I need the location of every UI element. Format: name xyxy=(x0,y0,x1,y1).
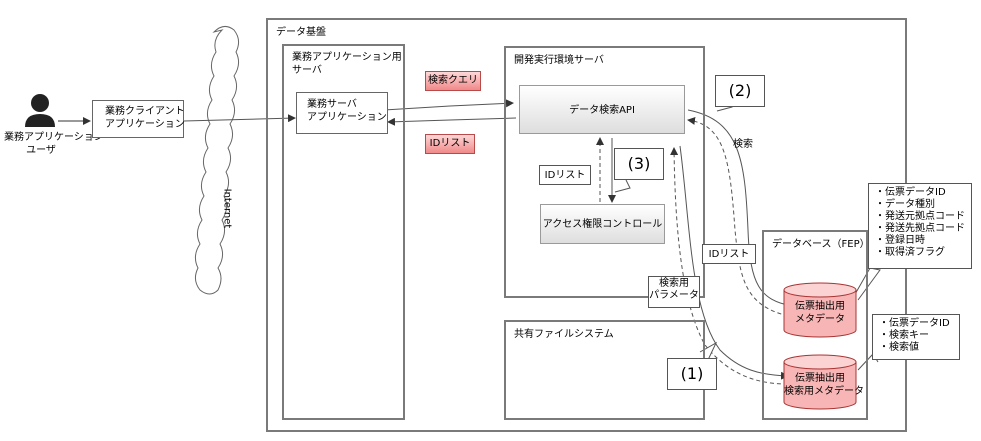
client-app-line1: 業務クライアント xyxy=(105,106,185,117)
arrow-api-to-extract xyxy=(687,109,793,309)
client-app-line2: アプリケーション xyxy=(105,119,185,130)
user-label: 業務アプリケーション ユーザ xyxy=(4,131,104,157)
extract-metadata-cylinder-shape xyxy=(783,282,857,338)
search-field-2: ・検索値 xyxy=(879,342,919,353)
callout-1: (1) xyxy=(667,358,717,390)
search-arrow-label: 検索 xyxy=(733,139,753,150)
data-platform-title: データ基盤 xyxy=(276,27,326,38)
internet-label: Internet xyxy=(221,188,233,229)
search-field-1: ・検索キー xyxy=(879,330,929,341)
extract-field-1: ・データ種別 xyxy=(875,199,935,210)
extract-field-5: ・取得済フラグ xyxy=(875,247,945,258)
callout-3: (3) xyxy=(614,148,664,180)
search-metadata-line2: 検索用メタデータ xyxy=(784,386,864,397)
id-list-inner-tag: IDリスト xyxy=(539,165,591,185)
biz-server-app-box[interactable]: 業務サーバ アプリケーション xyxy=(296,92,388,134)
search-metadata-line1: 伝票抽出用 xyxy=(795,373,845,384)
search-api-box[interactable]: データ検索API xyxy=(519,85,685,134)
app-server-title-line1: 業務アプリケーション用 xyxy=(292,52,402,63)
arrow-server-to-api xyxy=(383,99,514,111)
search-fields-box: ・伝票データID ・検索キー ・検索値 xyxy=(872,314,960,360)
database-frame xyxy=(762,230,868,420)
arrow-search-meta-to-api-dashed xyxy=(670,147,789,385)
callout-2: (2) xyxy=(715,75,765,107)
id-list-red-tag: IDリスト xyxy=(425,134,475,154)
search-params-line2: パラメータ xyxy=(649,290,699,301)
search-metadata-cylinder-shape xyxy=(783,354,857,410)
internet-cloud-shape xyxy=(194,26,240,295)
user-label-line2: ユーザ xyxy=(26,145,56,156)
app-server-title-line2: サーバ xyxy=(292,65,322,76)
extract-metadata-line2: メタデータ xyxy=(795,314,845,325)
search-query-tag: 検索クエリ xyxy=(425,71,481,91)
extract-field-4: ・登録日時 xyxy=(875,235,925,246)
user-label-line1: 業務アプリケーション xyxy=(4,132,104,143)
arrow-extract-to-api-dashed xyxy=(687,116,789,317)
access-control-box[interactable]: アクセス権限コントロール xyxy=(540,204,665,244)
extract-field-0: ・伝票データID xyxy=(875,187,946,198)
user-person-icon xyxy=(25,94,55,127)
biz-server-app-line1: 業務サーバ xyxy=(307,99,357,110)
shared-fs-title: 共有ファイルシステム xyxy=(514,329,614,340)
dev-server-title: 開発実行環境サーバ xyxy=(514,55,604,66)
search-metadata-label: 伝票抽出用 検索用メタデータ xyxy=(784,372,864,398)
app-server-title: 業務アプリケーション用 サーバ xyxy=(292,51,402,77)
arrow-client-to-server xyxy=(183,114,296,123)
callout-3-pointer xyxy=(614,179,631,193)
extract-fields-box: ・伝票データID ・データ種別 ・発送元拠点コード ・発送先拠点コード ・登録日… xyxy=(868,183,972,269)
database-title: データベース（FEP） xyxy=(772,239,870,250)
extract-field-3: ・発送先拠点コード xyxy=(875,223,965,234)
extract-field-2: ・発送元拠点コード xyxy=(875,211,965,222)
biz-server-app-line2: アプリケーション xyxy=(307,112,387,123)
app-server-frame xyxy=(282,44,405,420)
arrow-api-to-search-meta xyxy=(679,145,789,380)
client-app-box[interactable]: 業務クライアント アプリケーション xyxy=(92,100,185,138)
extract-metadata-label: 伝票抽出用 メタデータ xyxy=(784,300,856,326)
search-params-tag: 検索用 パラメータ xyxy=(648,276,700,308)
arrow-api-to-server xyxy=(387,117,517,126)
search-params-line1: 検索用 xyxy=(659,278,689,289)
dev-server-frame xyxy=(504,46,705,298)
search-field-0: ・伝票データID xyxy=(879,318,950,329)
extract-metadata-line1: 伝票抽出用 xyxy=(795,301,845,312)
id-list-db-tag: IDリスト xyxy=(702,244,756,264)
